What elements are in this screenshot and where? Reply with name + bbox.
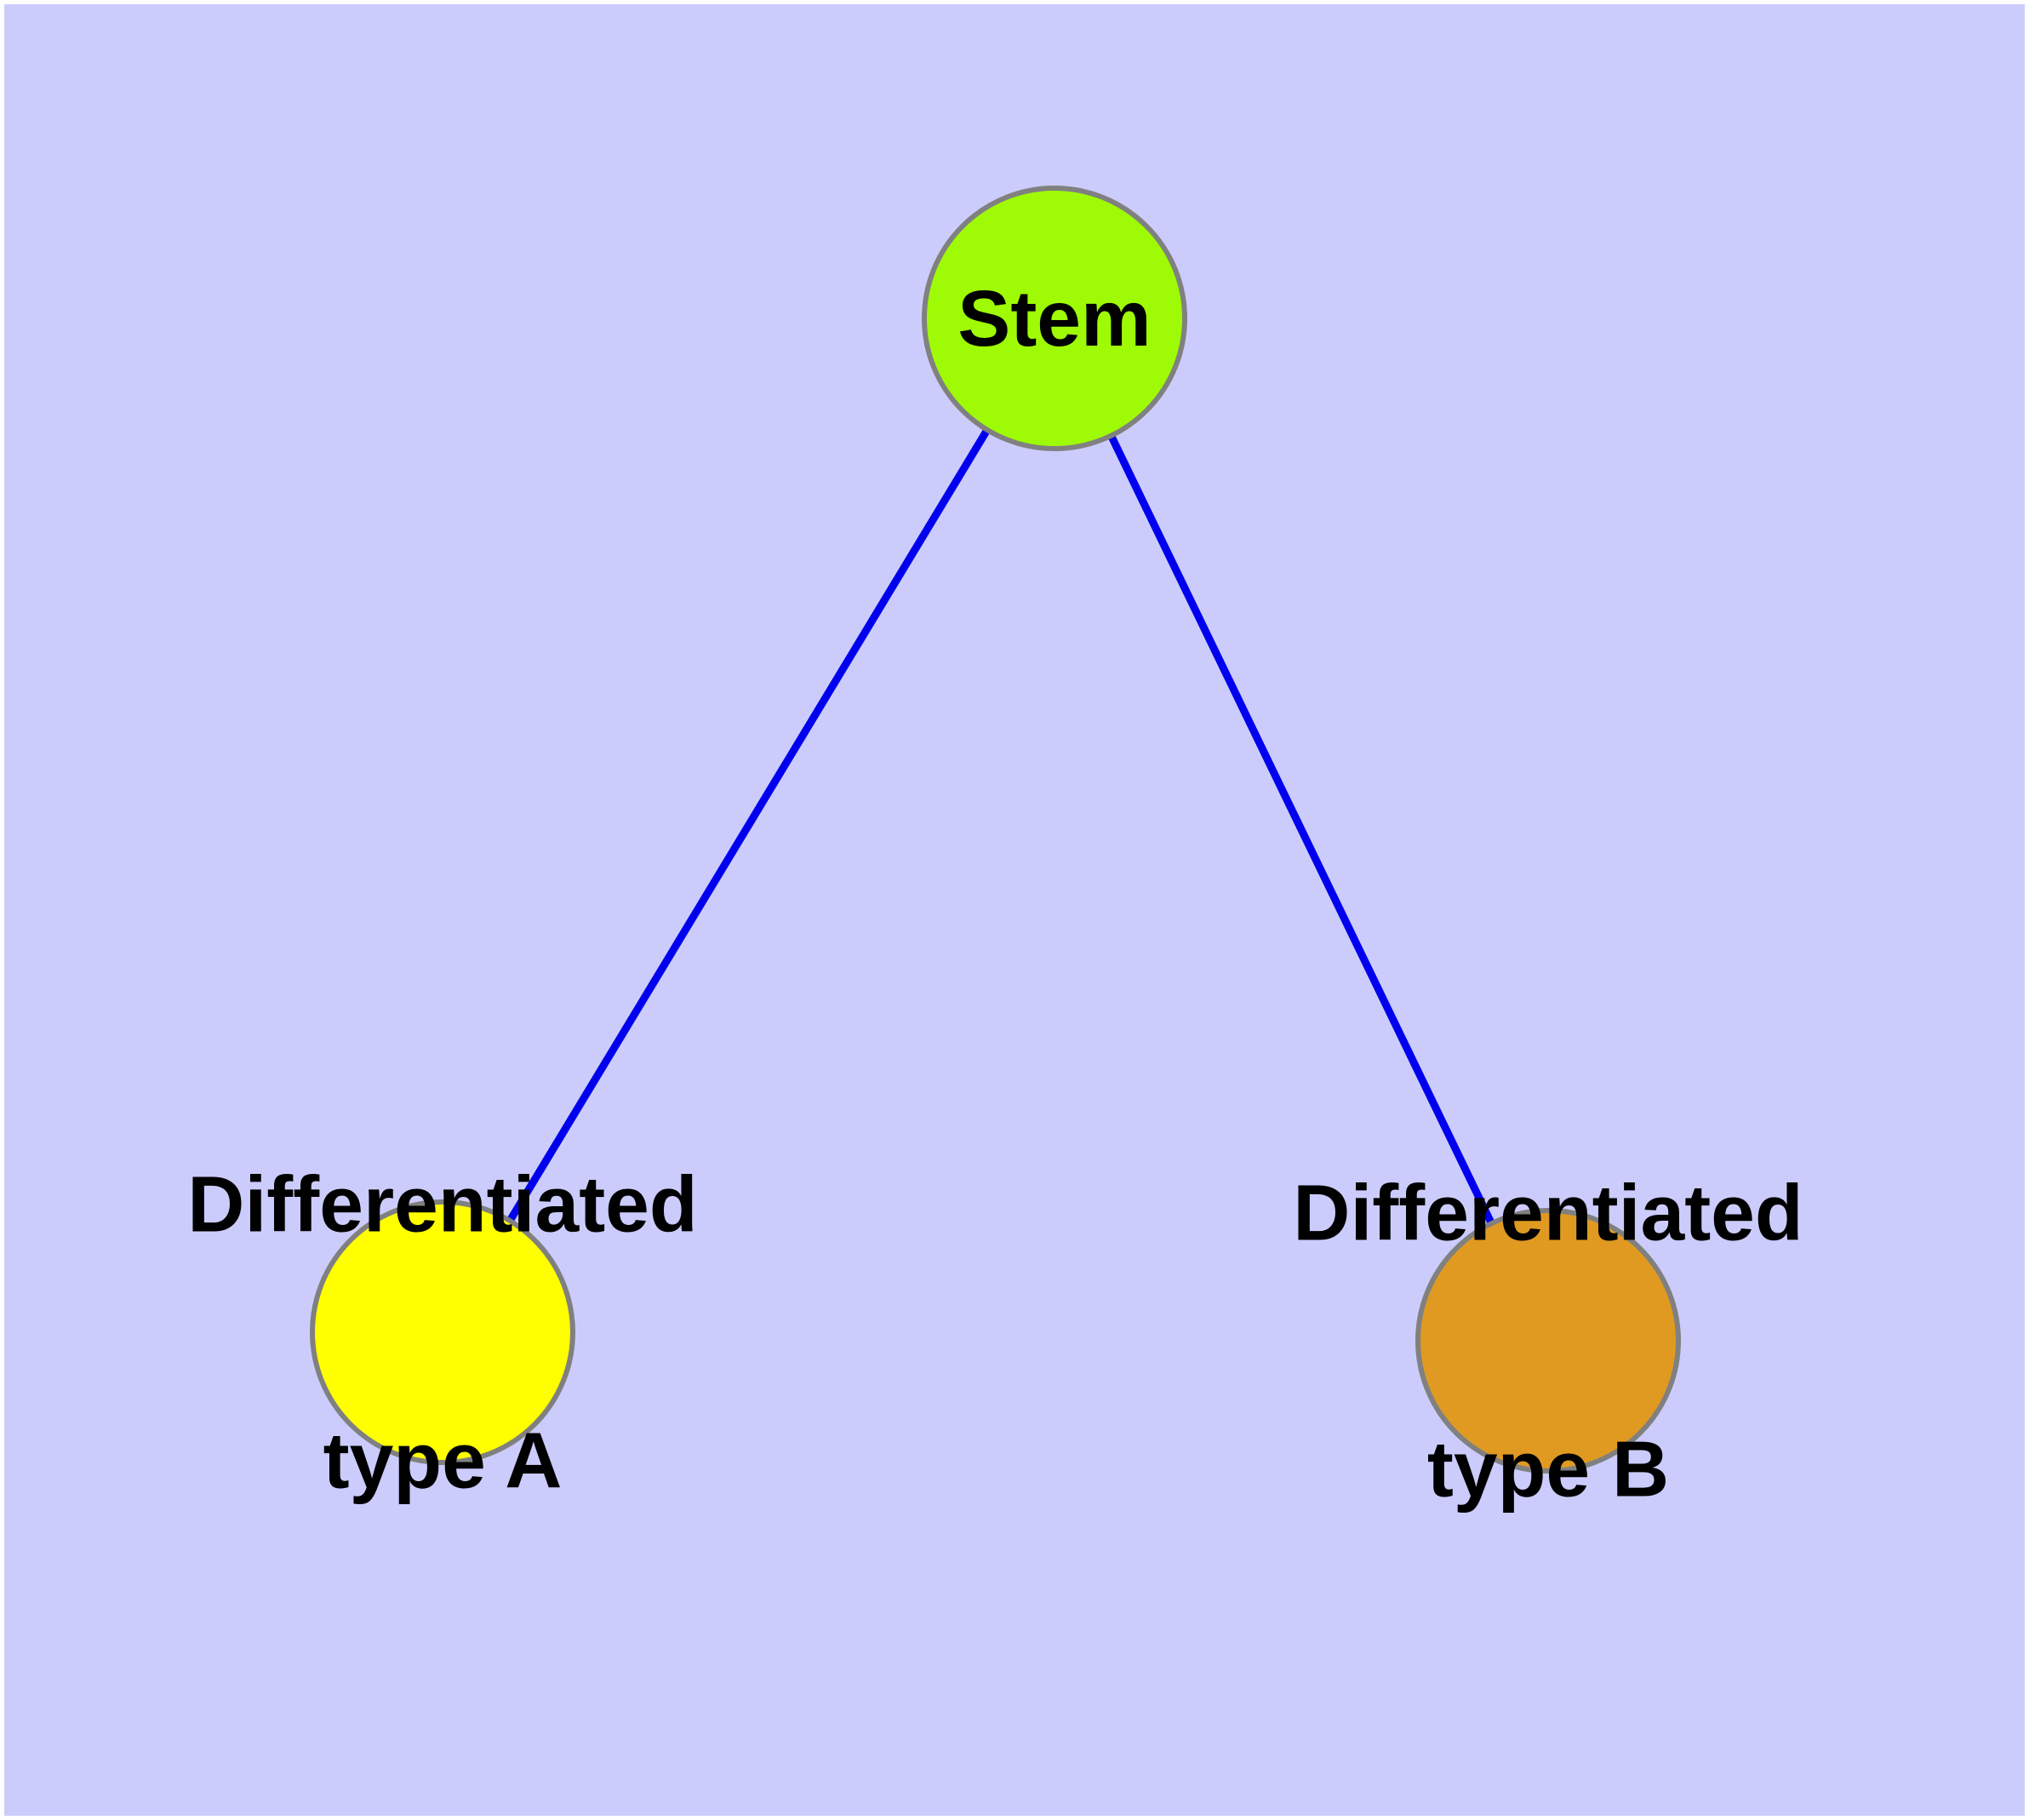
node-circle-differentiated-type-a[interactable] xyxy=(310,1199,575,1465)
edge-stem-to-differentiated-type-b[interactable] xyxy=(1050,317,1552,1342)
node-circle-stem[interactable] xyxy=(922,186,1187,451)
edge-layer xyxy=(439,316,1552,1342)
node-circle-differentiated-type-b[interactable] xyxy=(1415,1208,1681,1474)
edge-stem-to-differentiated-type-a[interactable] xyxy=(439,316,1058,1335)
node-layer xyxy=(310,186,1681,1474)
